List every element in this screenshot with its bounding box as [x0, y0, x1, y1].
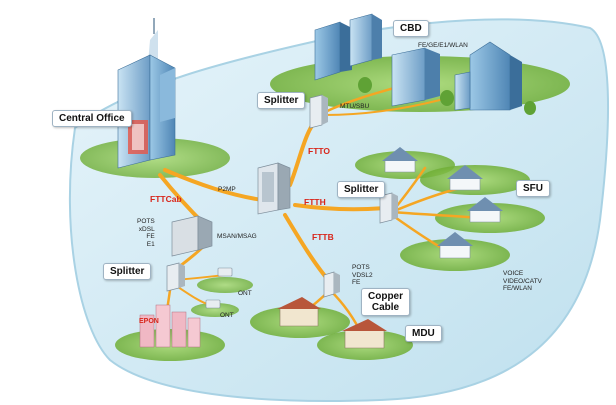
p2mp-label: P2MP	[218, 186, 236, 193]
sfu-service-item: VIDEO/CATV	[503, 277, 542, 285]
splitter-top-label: Splitter	[257, 92, 306, 109]
epon-buildings	[139, 304, 201, 348]
olt-cabinet	[257, 162, 291, 215]
cab-service-item: POTS	[137, 218, 155, 225]
mdu-service-item: POTS	[352, 264, 370, 271]
mdu-buildings	[277, 297, 387, 349]
ftto-label: FTTO	[308, 146, 331, 156]
cbd-services-label: FE/GE/E1/WLAN	[418, 42, 468, 49]
central-office-tower	[117, 18, 176, 169]
sfu-service-item: FE/WLAN	[503, 285, 532, 292]
ftth-label: FTTH	[304, 197, 326, 207]
ont-devices	[205, 267, 233, 309]
cab-service-item: E1	[146, 240, 155, 248]
mdu-service-item: FE	[352, 279, 361, 286]
copper-cable-label: Copper Cable	[361, 288, 410, 316]
sfu-label: SFU	[516, 180, 550, 197]
sfu-services-list: VOICE VIDEO/CATV FE/WLAN	[503, 270, 542, 293]
splitter-mid-label: Splitter	[337, 181, 386, 198]
cab-service-item: xDSL	[138, 225, 155, 233]
mdu-label: MDU	[405, 325, 442, 342]
grass-patch-ont1	[197, 277, 253, 293]
fttb-label: FTTB	[312, 232, 334, 242]
splitter-left-label: Splitter	[103, 263, 152, 280]
epon-label: EPON	[139, 318, 159, 325]
cab-services-list: POTS xDSL FE E1	[137, 218, 155, 248]
splitter-boxes	[166, 94, 398, 298]
fttcab-label: FTTCab	[150, 194, 182, 204]
cbd-label: CBD	[393, 20, 429, 37]
msan-label: MSAN/MSAG	[217, 233, 257, 240]
cbd-buildings	[314, 13, 536, 115]
sfu-service-item: VOICE	[503, 270, 524, 277]
mtu-label: MTU/SBU	[340, 103, 370, 110]
grass-patch-ont2	[191, 303, 239, 317]
ont-label-b: ONT	[220, 312, 234, 319]
cab-service-item: FE	[146, 233, 155, 240]
mdu-services-list: POTS VDSL2 FE	[352, 264, 373, 287]
ont-label-a: ONT	[238, 290, 252, 297]
central-office-label: Central Office	[52, 110, 132, 127]
mdu-service-item: VDSL2	[352, 271, 373, 279]
msan-cabinet	[171, 215, 213, 257]
sfu-houses	[382, 147, 503, 259]
